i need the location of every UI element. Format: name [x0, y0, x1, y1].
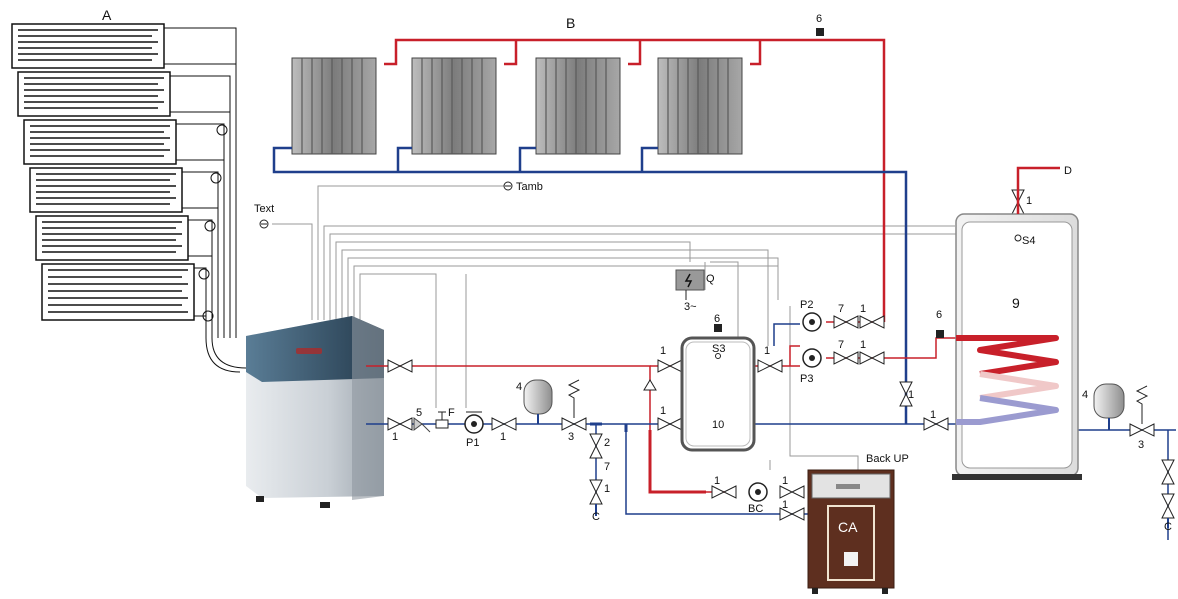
label-1-boiler: 1 — [392, 431, 398, 443]
floor-heating-panels: A — [11, 7, 247, 373]
floor-panel — [17, 71, 171, 117]
safety-valve — [567, 379, 1149, 424]
label-q-phase: 3~ — [684, 301, 697, 313]
signal-lines — [272, 185, 1010, 472]
pump-p2 — [802, 312, 822, 332]
label-7-p2: 7 — [838, 303, 844, 315]
label-6-buffer: 6 — [714, 313, 720, 325]
label-5: 5 — [416, 407, 422, 419]
label-1-bc-ret: 1 — [782, 499, 788, 511]
tamb-sensor: Tamb — [503, 181, 543, 193]
component-labels: D 1 S4 9 6 4 3 C 1 1 Q 3~ 6 S3 10 P2 P3 … — [392, 165, 1172, 535]
pump-p1 — [464, 411, 484, 434]
label-ca: CA — [838, 519, 858, 535]
filter — [413, 417, 431, 433]
floor-panel — [29, 167, 183, 213]
label-1-bc-in: 1 — [714, 475, 720, 487]
floor-panel — [35, 215, 189, 261]
backup-boiler — [807, 469, 895, 594]
buffer-tank — [680, 324, 756, 452]
label-p1: P1 — [466, 437, 479, 449]
floor-panel — [23, 119, 177, 165]
label-3-left: 3 — [568, 431, 574, 443]
valves — [387, 189, 1175, 521]
label-back-up: Back UP — [866, 453, 909, 465]
label-1-bc-out: 1 — [782, 475, 788, 487]
label-f: F — [448, 407, 455, 419]
drain-pipes — [595, 504, 1169, 528]
label-p3: P3 — [800, 373, 813, 385]
radiators: B — [291, 15, 743, 155]
label-1-vert: 1 — [908, 389, 914, 401]
label-s4: S4 — [1022, 235, 1035, 247]
label-4-left: 4 — [516, 381, 522, 393]
label-1-p2: 1 — [860, 303, 866, 315]
label-c-left: C — [592, 511, 600, 523]
label-1-buffer-out: 1 — [764, 345, 770, 357]
label-1-drain: 1 — [604, 483, 610, 495]
label-1-p1: 1 — [500, 431, 506, 443]
label-7-drain: 7 — [604, 461, 610, 473]
floor-panel — [41, 263, 195, 321]
label-6-tank: 6 — [936, 309, 942, 321]
label-4-right: 4 — [1082, 389, 1088, 401]
label-tamb: Tamb — [516, 181, 543, 193]
controller-q — [675, 269, 705, 300]
expansion-vessel — [523, 379, 1125, 430]
heat-pump-unit — [246, 316, 384, 508]
radiator — [411, 57, 497, 155]
radiator — [291, 57, 377, 155]
air-vent-6-top: 6 — [816, 13, 824, 36]
label-1-buffer-ret: 1 — [660, 405, 666, 417]
label-2: 2 — [604, 437, 610, 449]
floor-panel — [11, 23, 165, 69]
pump-p3 — [802, 348, 822, 368]
dhw-tank — [936, 166, 1082, 480]
radiator-supply-pipe — [384, 38, 886, 322]
radiator-return-pipe — [272, 146, 908, 424]
check-valve — [643, 379, 657, 391]
label-1-p3: 1 — [860, 339, 866, 351]
label-9: 9 — [1012, 295, 1020, 311]
label-a: A — [102, 7, 112, 23]
label-7-p3: 7 — [838, 339, 844, 351]
flow-sensor — [435, 411, 449, 429]
label-1-d: 1 — [1026, 195, 1032, 207]
label-1-tank: 1 — [930, 409, 936, 421]
label-s3: S3 — [712, 343, 725, 355]
floor-manifold — [164, 27, 247, 373]
radiator — [535, 57, 621, 155]
label-b: B — [566, 15, 575, 31]
outdoor-temp-sensor: Text — [254, 203, 274, 229]
label-bc: BC — [748, 503, 763, 515]
label-10: 10 — [712, 419, 724, 431]
label-text: Text — [254, 203, 274, 215]
label-q: Q — [706, 273, 715, 285]
label-6: 6 — [816, 13, 822, 25]
radiator — [657, 57, 743, 155]
label-3-right: 3 — [1138, 439, 1144, 451]
label-1-buffer-in: 1 — [660, 345, 666, 357]
label-p2: P2 — [800, 299, 813, 311]
label-d: D — [1064, 165, 1072, 177]
label-c-right: C — [1164, 521, 1172, 533]
pump-bc — [748, 482, 768, 502]
